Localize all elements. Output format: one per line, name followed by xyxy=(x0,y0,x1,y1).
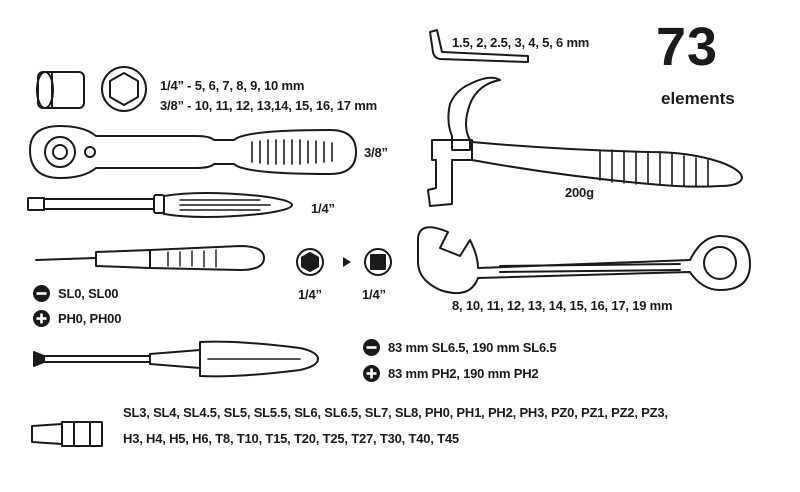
adapter-from-size: 1/4” xyxy=(298,287,322,302)
allen-key-icon xyxy=(429,29,529,63)
minus-circle-icon xyxy=(363,339,380,356)
extension-drive-size: 1/4” xyxy=(311,201,335,216)
hammer-icon xyxy=(427,76,743,207)
extension-handle-icon xyxy=(27,192,293,218)
screwdriver-phillips-sizes: 83 mm PH2, 190 mm PH2 xyxy=(388,366,539,381)
ratchet-icon xyxy=(29,125,357,179)
bit-icon xyxy=(31,421,103,447)
adapter-to-size: 1/4” xyxy=(362,287,386,302)
minus-circle-icon xyxy=(33,285,50,302)
plus-circle-icon xyxy=(33,310,50,327)
combination-wrench-icon xyxy=(417,226,751,294)
screwdriver-icon xyxy=(33,340,319,378)
screwdriver-slotted-sizes: 83 mm SL6.5, 190 mm SL6.5 xyxy=(388,340,557,355)
ratchet-drive-size: 3/8” xyxy=(364,145,388,160)
wrench-sizes: 8, 10, 11, 12, 13, 14, 15, 16, 17, 19 mm xyxy=(452,298,673,313)
precision-phillips-sizes: PH0, PH00 xyxy=(58,311,122,326)
hex-socket-icon xyxy=(101,66,147,112)
precision-screwdriver-icon xyxy=(35,245,265,271)
bit-sizes-line-1: SL3, SL4, SL4.5, SL5, SL5.5, SL6, SL6.5,… xyxy=(123,405,668,420)
socket-icon xyxy=(36,71,85,109)
socket-sizes-three-eighths: 3/8” - 10, 11, 12, 13,14, 15, 16, 17 mm xyxy=(160,98,377,113)
hammer-weight: 200g xyxy=(565,185,594,200)
plus-circle-icon xyxy=(363,365,380,382)
adapter-icon xyxy=(296,248,392,276)
allen-key-sizes: 1.5, 2, 2.5, 3, 4, 5, 6 mm xyxy=(452,35,590,50)
element-count-label: elements xyxy=(661,89,735,108)
element-count: 73 xyxy=(656,17,719,77)
bit-sizes-line-2: H3, H4, H5, H6, T8, T10, T15, T20, T25, … xyxy=(123,431,459,446)
socket-sizes-quarter: 1/4” - 5, 6, 7, 8, 9, 10 mm xyxy=(160,78,305,93)
precision-slotted-sizes: SL0, SL00 xyxy=(58,286,119,301)
